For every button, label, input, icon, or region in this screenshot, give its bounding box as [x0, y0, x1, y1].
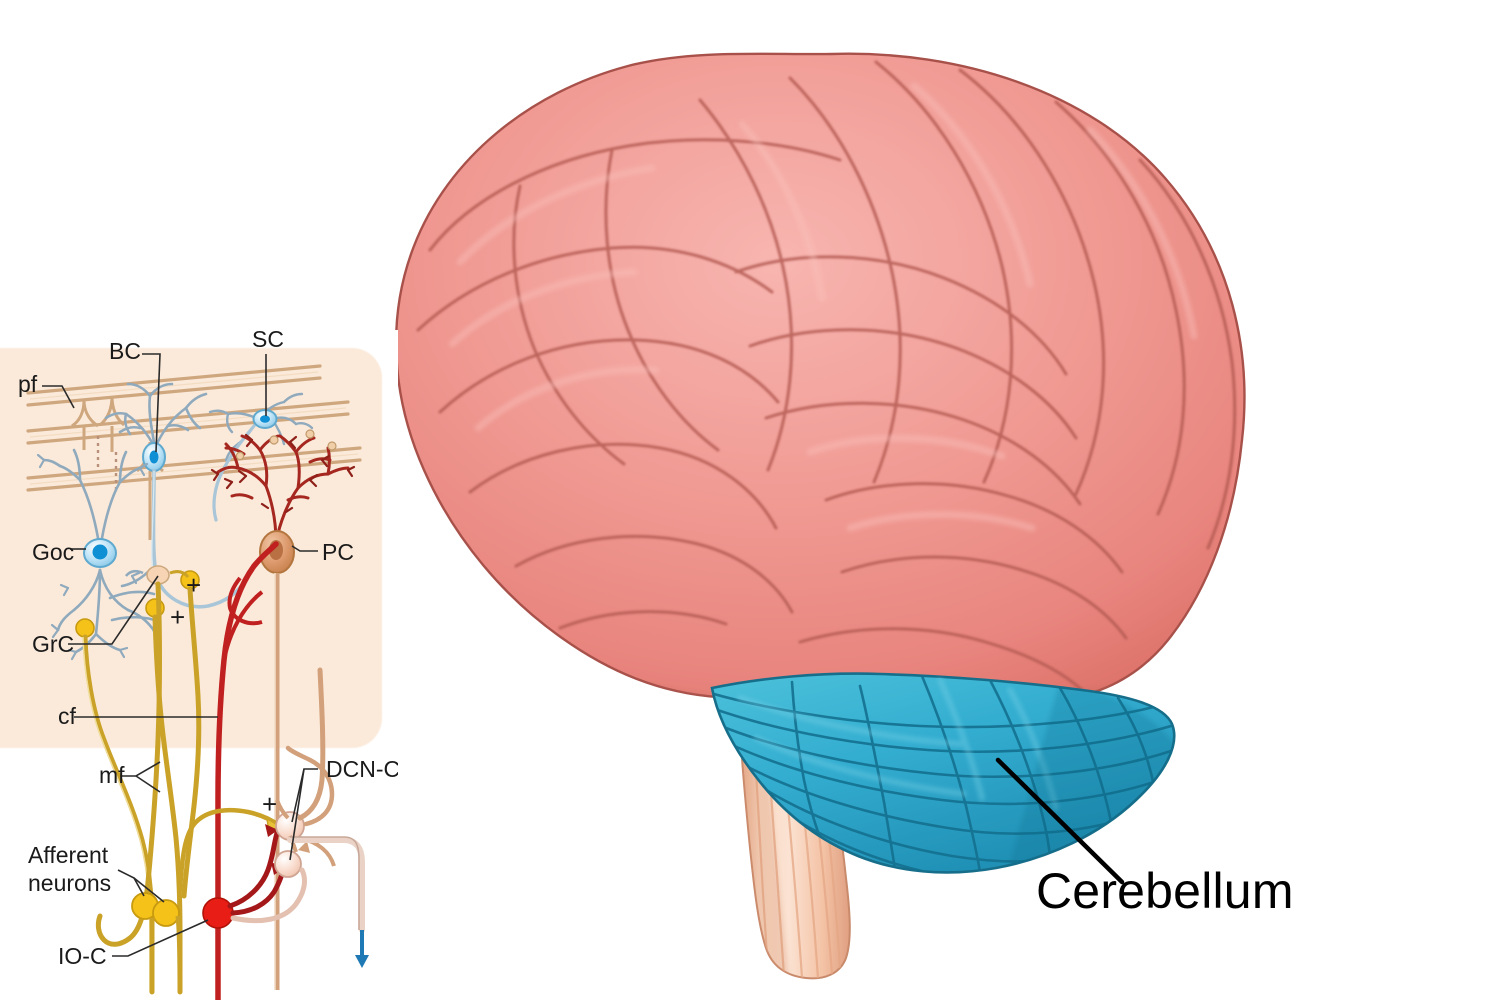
plus-sign-grc-lower: + — [170, 602, 185, 632]
inset-label-goc: Goc — [32, 539, 74, 565]
inset-label-cf: cf — [58, 703, 77, 729]
cerebellum-leader-line — [995, 757, 1125, 885]
inset-label-io-c: IO-C — [58, 943, 107, 969]
parallel-fibers — [26, 364, 362, 492]
mossy-fibers — [95, 581, 162, 947]
inset-label-mf: mf — [99, 762, 125, 788]
inset-label-bc: BC — [109, 338, 141, 364]
cerebral-cortex — [394, 52, 1246, 703]
inset-label-sc: SC — [252, 330, 284, 352]
inset-leader-lines — [42, 353, 318, 957]
plus-sign-grc-upper: + — [186, 570, 201, 600]
afferent-neurons — [131, 892, 183, 993]
purkinje-cell — [210, 429, 356, 990]
cerebellar-circuit-inset: pf BC SC Goc GrC PC cf mf DCN-C Afferent… — [0, 330, 398, 1000]
cerebellum-label: Cerebellum — [1036, 863, 1294, 919]
io-collateral — [230, 867, 307, 924]
deep-cerebellar-nuclei-cells — [274, 667, 369, 968]
inferior-olive-cell — [202, 824, 287, 929]
inset-label-pf: pf — [18, 371, 38, 397]
basket-cell — [104, 382, 246, 609]
climbing-fiber — [215, 541, 279, 1000]
inset-label-neurons: neurons — [28, 870, 111, 896]
stellate-cell — [208, 392, 314, 522]
golgi-cell — [36, 448, 162, 661]
cropped-footer-text — [0, 986, 420, 998]
inset-label-pc: PC — [322, 539, 354, 565]
cerebellar-circuit-svg: pf BC SC Goc GrC PC cf mf DCN-C Afferent… — [18, 330, 398, 1000]
inset-label-grc: GrC — [32, 631, 74, 657]
plus-sign-dcn: + — [262, 789, 277, 819]
inset-label-dcn-c: DCN-C — [326, 756, 398, 782]
granule-dashed-axons — [96, 436, 118, 492]
inset-label-afferent: Afferent — [28, 842, 109, 868]
